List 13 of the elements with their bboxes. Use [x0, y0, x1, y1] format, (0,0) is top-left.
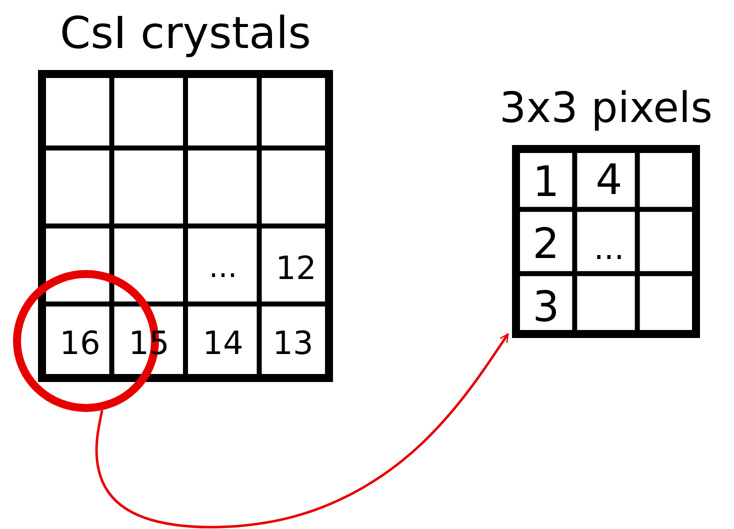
grid-title: CsI crystals [58, 8, 312, 59]
cell-number: ... [594, 232, 624, 264]
cell-number: 16 [60, 327, 100, 359]
cell-number: 1 [532, 161, 560, 203]
cell-number: 14 [202, 327, 244, 359]
cell-number: 12 [276, 252, 316, 284]
cell-number: 4 [596, 159, 622, 201]
cell-number: 2 [532, 223, 560, 265]
cell-number: 13 [272, 327, 314, 359]
grid-title: 3x3 pixels [498, 83, 714, 132]
curved-arrow [95, 333, 510, 528]
cell-number: ... [208, 253, 238, 283]
cell-number: 3 [532, 286, 560, 328]
